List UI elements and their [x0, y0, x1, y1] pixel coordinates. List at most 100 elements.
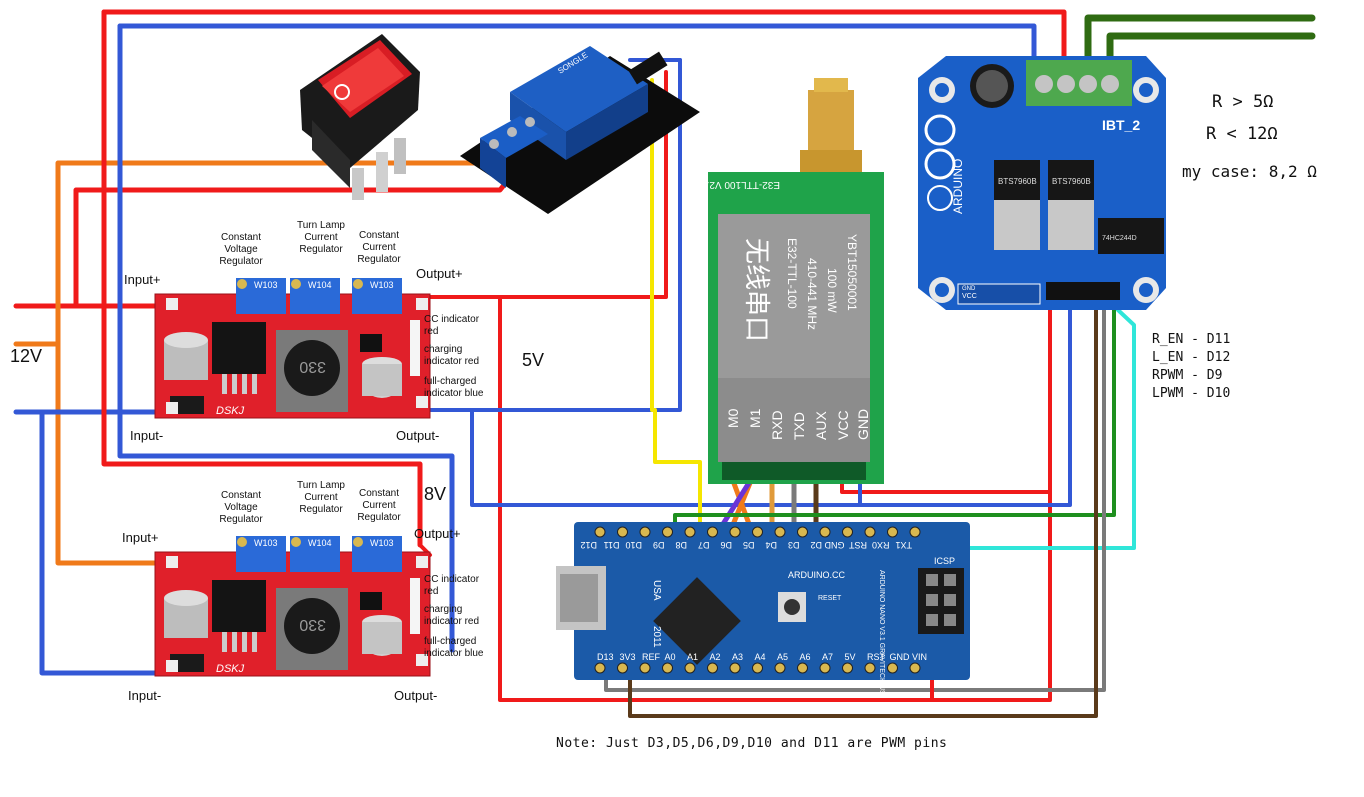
- arduino-top-pin-label: D4: [765, 540, 777, 550]
- pot5-label: W104: [308, 538, 332, 548]
- bottom-turn-lamp-label: Turn Lamp Current Regulator: [297, 480, 345, 515]
- wire-orange-switch: [13, 160, 493, 347]
- arduino-bottom-pin-label: VIN: [912, 652, 927, 662]
- top-output-plus-label: Output+: [416, 266, 463, 281]
- arduino-top-pin-label: D5: [743, 540, 755, 550]
- top-output-minus-label: Output-: [396, 428, 440, 443]
- arduino-top-pin-pad: [864, 526, 876, 538]
- arduino-bottom-pin-pad: [662, 662, 673, 674]
- top-turn-lamp-label: Turn Lamp Current Regulator: [297, 220, 345, 255]
- arduino-top-pin-label: D8: [675, 540, 687, 550]
- arduino-bottom-pin-label: 3V3: [620, 652, 636, 662]
- arduino-bottom-pin-pad: [707, 662, 718, 674]
- arduino-bottom-pin-label: A7: [822, 652, 833, 662]
- arduino-bottom-pin-label: D13: [597, 652, 614, 662]
- pot4-label: W103: [254, 538, 278, 548]
- rf-chinese: 无线串口: [742, 238, 772, 342]
- driver-chip-2: BTS7960B: [1052, 177, 1091, 186]
- rf-power: 100 mW: [825, 268, 839, 313]
- arduino-bottom-pin-label: REF: [642, 652, 661, 662]
- arduino-bottom-pin-label: 5V: [845, 652, 856, 662]
- pot3-label: W103: [370, 280, 394, 290]
- arduino-top-pin-label: D11: [604, 540, 620, 550]
- wire-red-top-loop: [101, 9, 423, 548]
- relay-module: SONGLE: [460, 46, 700, 214]
- arduino-bottom-pin-pad: [797, 662, 808, 674]
- wire-blue-top-loop: [117, 23, 455, 653]
- top-cc-indicator-label: CC indicator red: [424, 314, 480, 337]
- arduino-bottom-pin-label: A4: [755, 652, 766, 662]
- pot1-label: W103: [254, 280, 278, 290]
- arduino-top-pin-pad: [797, 526, 808, 538]
- driver-name: IBT_2: [1102, 117, 1140, 133]
- arduino-bottom-pin-pad: [909, 662, 921, 674]
- motor-driver: BTS7960B BTS7960B 74HC244D IBT_2 ARDUINO…: [918, 56, 1166, 310]
- wire-gnd-lower: [39, 409, 168, 676]
- wire-red-top: [101, 9, 1067, 65]
- wire-gnd-driver: [858, 293, 1072, 507]
- bottom-output-plus-label: Output+: [414, 526, 461, 541]
- arduino-top-pin-label: D12: [580, 540, 597, 550]
- wire-orange-lower: [55, 341, 168, 566]
- arduino-bottom-pin-pad: [684, 662, 696, 674]
- arduino-top-pin-pad: [774, 526, 786, 538]
- arduino-top-pin-pad: [819, 526, 831, 538]
- arduino-top-pin-pad: [729, 526, 741, 538]
- arduino-nano: ARDUINO.CC RESET ICSP USA 2011 ARDUINO N…: [556, 522, 970, 695]
- regulator-top-brand: DSKJ: [216, 405, 245, 417]
- voltage-12v-label: 12V: [10, 346, 43, 366]
- pot2-label: W104: [308, 280, 332, 290]
- wire-relay-signal: [650, 78, 702, 532]
- rocker-switch: [300, 34, 420, 200]
- arduino-top-pin-pad: [684, 526, 696, 538]
- pwm-note: Note: Just D3,D5,D6,D9,D10 and D11 are P…: [556, 736, 948, 751]
- rf-side-label: E32-TTL100 V2.1: [701, 179, 780, 190]
- top-input-plus-label: Input+: [124, 272, 161, 287]
- bottom-full-charged-label: full-charged indicator blue: [424, 636, 484, 659]
- pin-map-lpwm: LPWM - D10: [1152, 386, 1231, 401]
- bottom-constant-current-label: Constant Current Regulator: [357, 488, 401, 523]
- rf-pin-vcc: VCC: [835, 410, 851, 440]
- wires: [13, 9, 1316, 718]
- bottom-input-plus-label: Input+: [122, 530, 159, 545]
- arduino-top-pin-pad: [617, 526, 628, 538]
- resistor-min-label: R > 5Ω: [1212, 92, 1274, 112]
- arduino-top-pin-label: D6: [720, 540, 732, 550]
- rf-pin-aux: AUX: [813, 411, 829, 440]
- arduino-top-pin-pad: [594, 526, 606, 538]
- top-input-minus-label: Input-: [130, 428, 164, 443]
- rf-title: E32-TTL-100: [785, 238, 799, 309]
- regulator-top: W103 W104 W103 330 DSKJ: [154, 278, 431, 419]
- voltage-5v-label: 5V: [522, 350, 545, 370]
- wire-blue-top: [117, 23, 1037, 65]
- arduino-reset: RESET: [818, 595, 842, 602]
- resistor-actual-label: my case: 8,2 Ω: [1182, 162, 1317, 181]
- arduino-top-pin-label: D7: [698, 540, 710, 550]
- driver-ic: 74HC244D: [1102, 235, 1137, 242]
- arduino-top-pin-label: D2: [810, 540, 822, 550]
- top-constant-current-label: Constant Current Regulator: [357, 230, 401, 265]
- driver-pin-gnd: GND: [962, 286, 976, 292]
- arduino-top-pin-label: RX0: [872, 540, 890, 550]
- arduino-bottom-pin-pad: [842, 662, 853, 674]
- arduino-top-pin-pad: [752, 526, 763, 538]
- bottom-cc-indicator-label: CC indicator red: [424, 574, 480, 597]
- arduino-site: ARDUINO.CC: [788, 570, 846, 580]
- pin-map-ren: R_EN - D11: [1152, 332, 1231, 347]
- bottom-input-minus-label: Input-: [128, 688, 162, 703]
- arduino-bottom-pin-pad: [887, 662, 898, 674]
- svg-text:330: 330: [299, 616, 326, 633]
- rf-freq: 410-441 MHz: [805, 258, 819, 330]
- arduino-bottom-pin-pad: [752, 662, 763, 674]
- arduino-bottom-pin-pad: [617, 662, 628, 674]
- arduino-top-pin-pad: [842, 526, 853, 538]
- arduino-bottom-pin-label: A6: [800, 652, 811, 662]
- driver-pin-vcc: VCC: [962, 293, 977, 300]
- arduino-bottom-pin-label: A0: [665, 652, 676, 662]
- regulator-bottom: W103 W104 W103 330 DSKJ: [154, 536, 431, 677]
- rf-pin-gnd: GND: [855, 409, 871, 440]
- resistor-max-label: R < 12Ω: [1206, 124, 1278, 144]
- arduino-top-pin-label: D10: [625, 540, 642, 550]
